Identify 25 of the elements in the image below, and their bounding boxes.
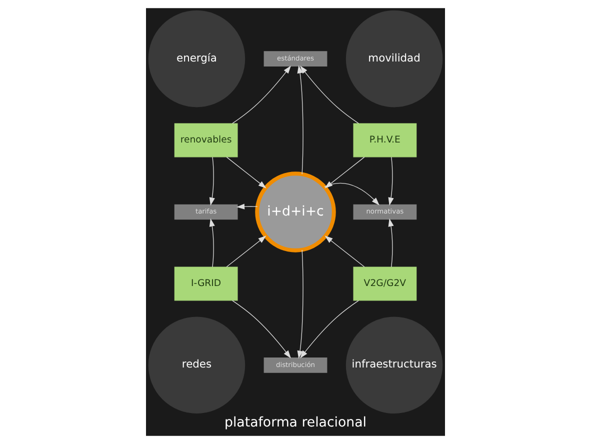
arrow: [232, 300, 291, 358]
arrow: [324, 236, 365, 268]
arrow: [232, 66, 291, 124]
arrow: [388, 156, 394, 206]
node-box: I-GRID: [174, 266, 238, 301]
arrow: [236, 204, 258, 210]
node-box: V2G/G2V: [353, 266, 417, 301]
arrow: [226, 236, 266, 268]
node-circle: redes: [148, 316, 246, 414]
arrow: [297, 65, 304, 174]
arrow: [300, 300, 359, 358]
arrow: [209, 156, 215, 206]
arrow: [300, 66, 359, 124]
arrow: [297, 250, 304, 359]
node-box: P.H.V.E: [353, 123, 417, 158]
diagram-title: plataforma relacional: [224, 416, 366, 431]
node-circle: energía: [148, 10, 246, 108]
arrow: [209, 218, 215, 268]
arrow: [226, 156, 266, 188]
node-circle: movilidad: [346, 10, 443, 108]
node-circle: infraestructuras: [346, 316, 443, 414]
node-circle: i+d+i+c: [255, 172, 336, 252]
arrow: [324, 182, 380, 206]
node-box: renovables: [174, 123, 238, 158]
arrow: [388, 218, 394, 268]
